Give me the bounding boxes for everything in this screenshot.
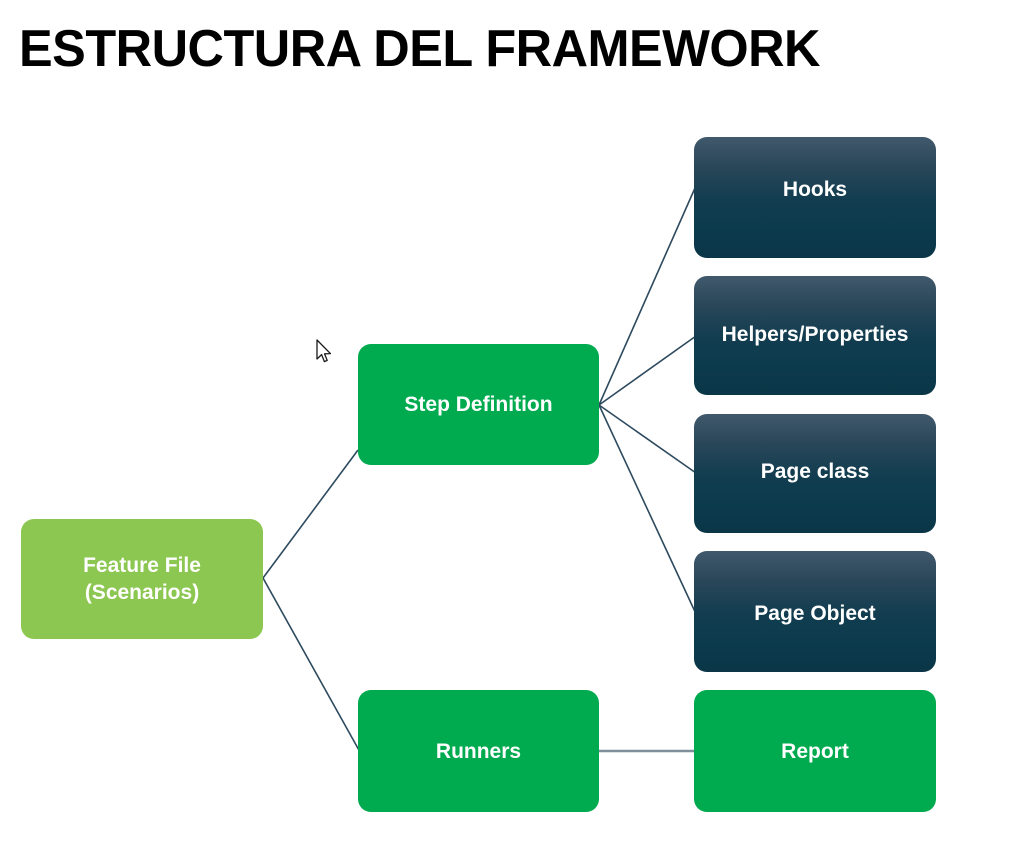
- node-feature-file[interactable]: Feature File (Scenarios): [21, 519, 263, 639]
- node-page-class[interactable]: Page class: [694, 414, 936, 533]
- node-helpers-properties[interactable]: Helpers/Properties: [694, 276, 936, 395]
- node-page-object[interactable]: Page Object: [694, 551, 936, 672]
- node-hooks[interactable]: Hooks: [694, 137, 936, 258]
- node-runners[interactable]: Runners: [358, 690, 599, 812]
- node-page-object-label: Page Object: [754, 602, 876, 625]
- edge-step-definition-to-hooks: [598, 187, 696, 406]
- edge-step-definition-to-page-object: [598, 404, 698, 617]
- page-title: ESTRUCTURA DEL FRAMEWORK: [19, 20, 820, 78]
- node-report-label: Report: [781, 739, 849, 763]
- node-helpers-properties-label: Helpers/Properties: [721, 323, 909, 346]
- node-report[interactable]: Report: [694, 690, 936, 812]
- edge-step-definition-to-page-class: [598, 404, 697, 474]
- edge-feature-file-to-step-definition: [262, 449, 359, 579]
- node-step-definition[interactable]: Step Definition: [358, 344, 599, 465]
- edge-feature-file-to-runners: [262, 577, 361, 753]
- node-page-class-label: Page class: [760, 460, 870, 483]
- mouse-pointer-arrow-icon: [316, 339, 332, 363]
- node-hooks-label: Hooks: [782, 178, 848, 201]
- node-feature-file-label: Feature File (Scenarios): [83, 554, 201, 604]
- node-step-definition-label: Step Definition: [404, 393, 553, 416]
- node-runners-label: Runners: [435, 739, 522, 763]
- edge-step-definition-to-helpers-properties: [598, 335, 697, 406]
